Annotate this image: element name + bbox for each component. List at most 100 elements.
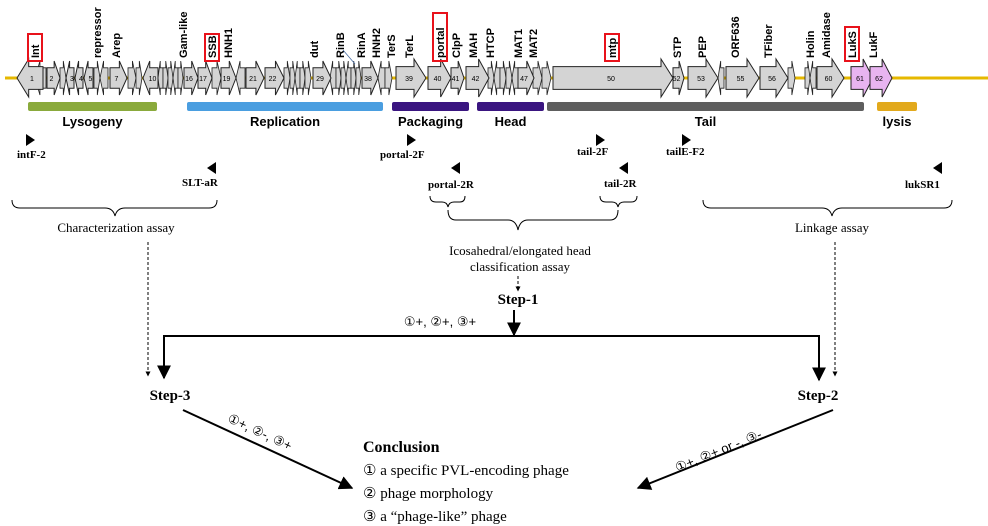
gene-21: 21 xyxy=(245,60,265,96)
gene-arrow xyxy=(16,57,44,99)
small-gene-arrow xyxy=(384,60,393,96)
gene-label-rina: RinA xyxy=(356,32,368,58)
gene-label-text: mtp xyxy=(607,38,619,58)
classification-assay-label-line1: Icosahedral/elongated head xyxy=(449,243,591,258)
primer-intf-2: intF-2 xyxy=(17,134,46,161)
gene-label-text: LukS xyxy=(847,31,859,58)
gene-number: 50 xyxy=(607,76,615,83)
gene-number: 2 xyxy=(50,76,54,83)
characterization-assay-label: Characterization assay xyxy=(57,220,175,235)
small-gene-arrow xyxy=(335,60,342,96)
gene-22: 22 xyxy=(264,60,285,96)
tail-2R-brace xyxy=(599,195,638,208)
gene-arrow xyxy=(109,60,128,96)
gene-number: 10 xyxy=(149,76,157,83)
gene-label-ssb: SSB xyxy=(204,33,220,62)
characterization-brace xyxy=(11,199,218,217)
module-label: Packaging xyxy=(398,114,463,129)
gene-label-text: ClpP xyxy=(451,33,463,58)
gene-number: 29 xyxy=(316,76,324,83)
gene-label-text: LukF xyxy=(868,31,880,58)
step3-result: ①+, ②-, ③+ xyxy=(225,411,294,454)
gene-label-text: STP xyxy=(672,37,684,58)
small-gene-arrow xyxy=(299,60,306,96)
module-bar xyxy=(187,102,383,111)
gene-29: 29 xyxy=(312,60,332,96)
highlight-box xyxy=(204,33,220,62)
gene-label-mtp: mtp xyxy=(604,33,620,62)
gene-label-text: portal xyxy=(435,27,447,58)
gene-arrow xyxy=(517,60,535,96)
gene-number: 5 xyxy=(89,76,93,83)
gene-1: 1 xyxy=(16,57,44,99)
gene-label-stp: STP xyxy=(672,37,684,58)
gene-arrow xyxy=(220,60,237,96)
gene-label-text: Amidase xyxy=(821,12,833,58)
gene-number: 60 xyxy=(825,76,833,83)
gene-label-text: TFiber xyxy=(763,24,775,58)
gene-38: 38 xyxy=(361,60,379,96)
primer-triangle-icon xyxy=(596,134,605,146)
primer-triangle-icon xyxy=(682,134,691,146)
gene-40: 40 xyxy=(427,58,452,98)
gene-label-gam-like: Gam-like xyxy=(178,12,190,58)
primer-triangle-icon xyxy=(207,162,216,174)
gene-17: 17 xyxy=(197,60,213,96)
gene-50: 50 xyxy=(552,57,674,99)
small-gene-arrow xyxy=(235,60,246,96)
small-gene-arrow xyxy=(172,60,179,96)
gene-arrow xyxy=(687,57,719,99)
gene-label-htcp: HTCP xyxy=(485,28,497,58)
gene-label-text: ORF636 xyxy=(730,16,742,58)
highlight-box xyxy=(844,26,860,62)
step1-label: Step-1 xyxy=(498,292,539,308)
small-gene-arrow xyxy=(532,60,543,96)
gene-55: 55 xyxy=(725,57,760,99)
module-label: Replication xyxy=(250,114,320,129)
conclusion-item-2: ② phage morphology xyxy=(363,486,494,502)
gene-label-text: HNH2 xyxy=(371,28,383,58)
module-tail: Tail xyxy=(547,102,864,129)
gene-label-int: Int xyxy=(27,33,43,62)
gene-label-mat2: MAT2 xyxy=(528,29,540,58)
gene-number: 47 xyxy=(520,76,528,83)
gene-number: 38 xyxy=(364,76,372,83)
leader-line xyxy=(342,49,356,65)
small-gene-arrow xyxy=(804,60,811,96)
module-label: Head xyxy=(495,114,527,129)
small-gene-arrow xyxy=(157,60,164,96)
gene-arrow xyxy=(465,58,490,98)
gene-arrow xyxy=(427,58,452,98)
conclusion-item-1: ① a specific PVL-encoding phage xyxy=(363,463,569,479)
primer-label: SLT-aR xyxy=(182,177,219,189)
gene-arrow xyxy=(312,60,332,96)
small-gene-arrow xyxy=(59,60,67,96)
module-label: Tail xyxy=(695,114,716,129)
gene-label-luks: LukS xyxy=(844,26,860,62)
primer-taile-f2: tailE-F2 xyxy=(666,134,705,158)
gene-number: 7 xyxy=(115,76,119,83)
module-head: Head xyxy=(477,102,544,129)
gene-47: 47 xyxy=(517,60,535,96)
gene-label-text: MAT1 xyxy=(513,29,525,58)
gene-number: 39 xyxy=(405,76,413,83)
gene-arrow xyxy=(142,60,159,96)
portal-2R-brace xyxy=(429,195,466,208)
primer-label: portal-2R xyxy=(428,179,475,191)
gene-42: 42 xyxy=(465,58,490,98)
small-gene-arrow xyxy=(162,60,169,96)
primer-triangle-icon xyxy=(451,162,460,174)
gene-label-ters: TerS xyxy=(386,34,398,58)
gene-arrow xyxy=(552,57,674,99)
highlight-box xyxy=(432,12,448,62)
gene-arrow xyxy=(183,60,199,96)
module-lysogeny: Lysogeny xyxy=(28,102,157,129)
gene-number: 19 xyxy=(223,76,231,83)
gene-label-text: TerL xyxy=(404,35,416,58)
gene-label-orf636: ORF636 xyxy=(730,16,742,58)
small-gene-arrow xyxy=(289,60,296,96)
small-gene-arrow xyxy=(787,60,796,96)
primer-label: tail-2R xyxy=(604,178,637,190)
